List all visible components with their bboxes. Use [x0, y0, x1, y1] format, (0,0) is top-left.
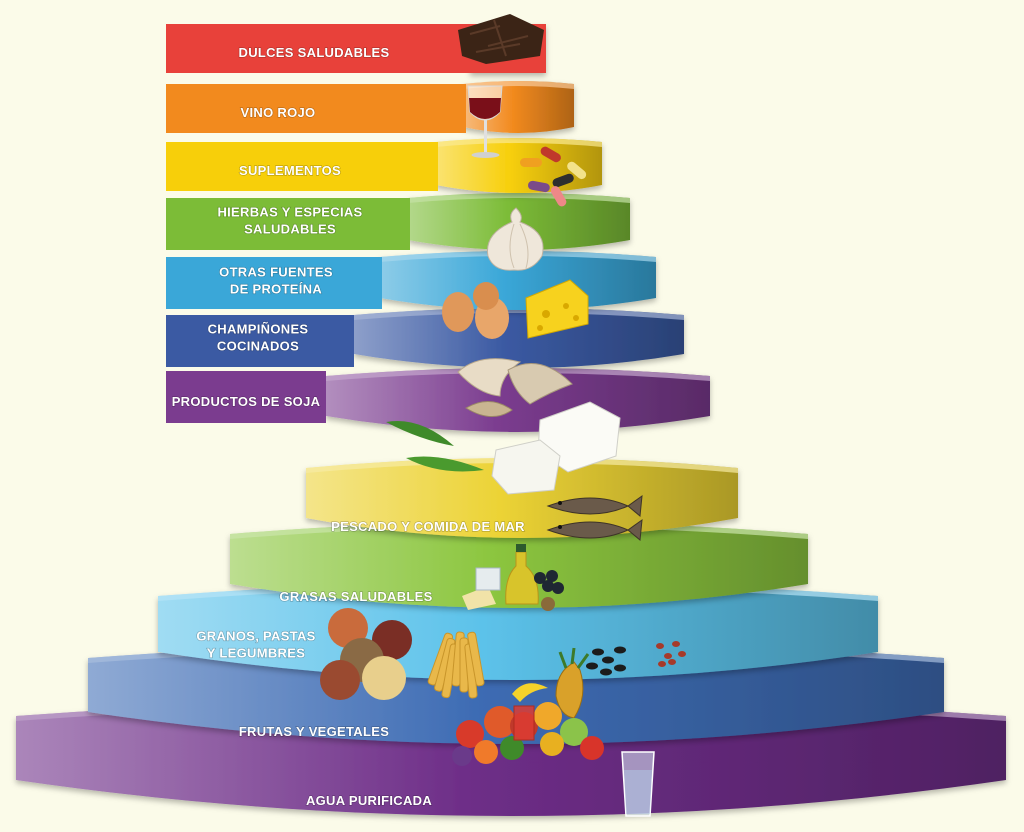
- grains-pasta-icon: [320, 608, 686, 700]
- tier-label-line: GRASAS SALUDABLES: [279, 589, 432, 604]
- tier-label-line: GRANOS, PASTAS: [196, 629, 315, 644]
- tier-label-tab: [166, 142, 438, 191]
- tier-label-tab: [166, 84, 466, 133]
- olive-oil-icon: [462, 544, 564, 611]
- tier-label-line: Y LEGUMBRES: [207, 646, 305, 661]
- tier-label-line: SUPLEMENTOS: [239, 163, 341, 178]
- tier-band-top-edge: [436, 138, 602, 147]
- tier-label-line: VINO ROJO: [241, 105, 316, 120]
- tier-suplementos: SUPLEMENTOS: [166, 138, 602, 193]
- tier-label-line: DULCES SALUDABLES: [239, 45, 390, 60]
- tier-champinones: CHAMPIÑONES COCINADOS: [166, 308, 684, 368]
- tier-label-line: CHAMPIÑONES: [208, 322, 309, 337]
- tier-band-top-edge: [354, 308, 684, 320]
- tier-band-top-edge: [408, 193, 630, 203]
- fish-icon: [546, 494, 643, 541]
- tier-label-line: FRUTAS Y VEGETALES: [239, 724, 389, 739]
- tier-label-tab: [166, 198, 410, 250]
- tier-label-line: PESCADO Y COMIDA DE MAR: [331, 519, 525, 534]
- tier-label-line: HIERBAS Y ESPECIAS: [217, 205, 362, 220]
- tier-label-tab: [166, 257, 382, 309]
- wine-glass-icon: [467, 85, 503, 158]
- tier-label-line: SALUDABLES: [244, 222, 336, 237]
- tier-label-line: DE PROTEÍNA: [230, 282, 322, 297]
- garlic-icon: [487, 207, 544, 271]
- tier-band-top-edge: [380, 251, 656, 262]
- tier-label-tab: [166, 315, 354, 367]
- tofu-edamame-icon: [386, 401, 621, 495]
- tier-label-line: AGUA PURIFICADA: [306, 793, 432, 808]
- eggs-cheese-icon: [442, 279, 589, 339]
- fruits-vegetables-icon: [452, 647, 604, 766]
- tier-band-top-edge: [326, 368, 710, 381]
- tier-label-line: PRODUCTOS DE SOJA: [172, 394, 321, 409]
- tier-band-top-edge: [463, 81, 574, 89]
- tier-hierbas: HIERBAS Y ESPECIAS SALUDABLES: [166, 193, 630, 250]
- tier-label-line: OTRAS FUENTES: [219, 265, 333, 280]
- chocolate-icon: [458, 14, 544, 64]
- water-glass-icon: [621, 751, 655, 817]
- tier-band: [354, 308, 684, 368]
- tier-band: [306, 458, 738, 538]
- tier-label-tab: [166, 371, 326, 423]
- tier-vino: VINO ROJO: [166, 81, 574, 133]
- tier-soja: PRODUCTOS DE SOJA: [166, 368, 710, 432]
- tier-band: [158, 582, 878, 680]
- pills-icon: [520, 146, 587, 207]
- tier-label-line: COCINADOS: [217, 339, 299, 354]
- mushroom-icon: [457, 358, 573, 417]
- tier-pescado: PESCADO Y COMIDA DE MAR: [306, 458, 738, 538]
